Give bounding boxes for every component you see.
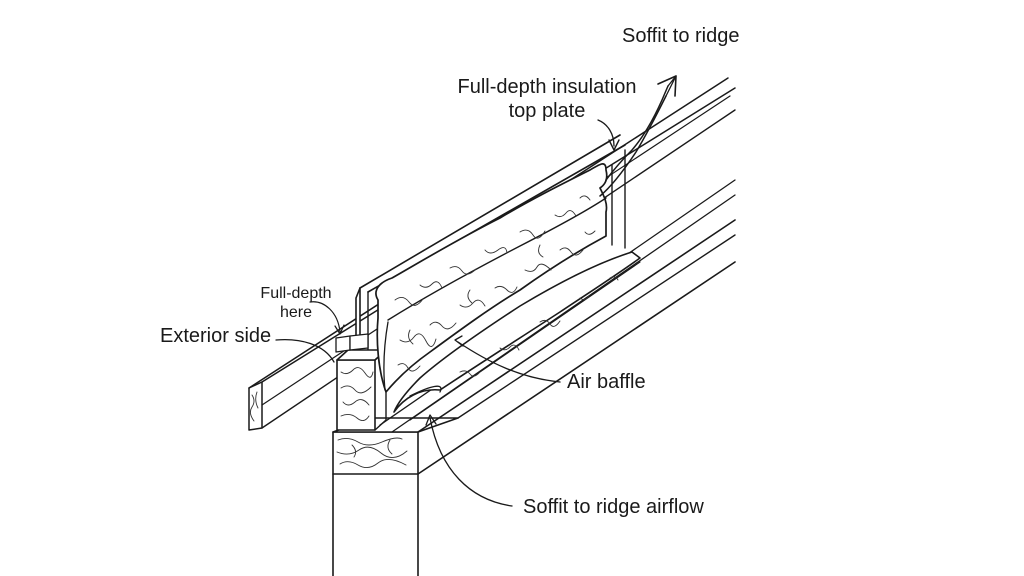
- label-air-baffle: Air baffle: [567, 371, 646, 393]
- leader-lines: [275, 119, 620, 507]
- air-baffle: [393, 251, 641, 413]
- label-soffit-to-ridge: Soffit to ridge: [622, 25, 740, 47]
- label-full-depth-insulation-line1: Full-depth insulation: [457, 76, 637, 98]
- label-full-depth-insulation: Full-depth insulation top plate: [448, 75, 646, 123]
- label-soffit-to-ridge-airflow: Soffit to ridge airflow: [523, 496, 704, 518]
- label-full-depth-here-line2: here: [279, 304, 313, 322]
- long-plate: [379, 179, 736, 475]
- label-full-depth-here: Full-depth here: [250, 284, 342, 322]
- label-full-depth-here-line1: Full-depth: [260, 285, 332, 302]
- insulation-batt: [375, 163, 608, 393]
- wall-stud: [332, 473, 419, 576]
- label-exterior-side: Exterior side: [160, 325, 272, 347]
- airflow-arrow: [599, 75, 677, 197]
- label-full-depth-insulation-line2: top plate: [508, 100, 586, 122]
- exterior-block: [335, 333, 387, 431]
